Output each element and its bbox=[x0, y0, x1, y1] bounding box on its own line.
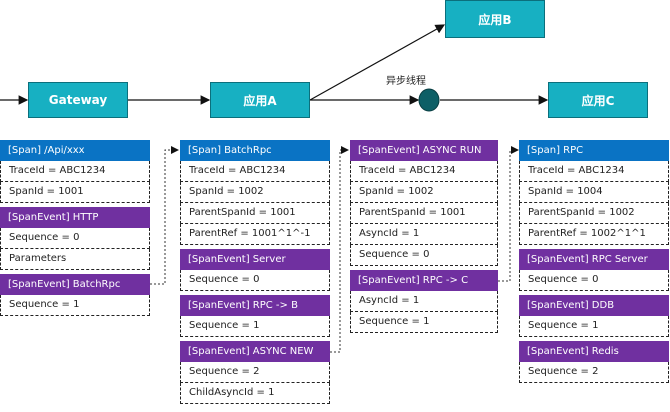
field-row: SpanId = 1004 bbox=[519, 182, 669, 203]
field-row: Sequence = 0 bbox=[0, 228, 150, 249]
span-event-header: [SpanEvent] BatchRpc bbox=[0, 274, 150, 295]
async-thread-node bbox=[418, 88, 440, 112]
field-row: TraceId = ABC1234 bbox=[180, 161, 330, 182]
field-row: Sequence = 1 bbox=[180, 316, 330, 337]
field-row: Sequence = 2 bbox=[180, 362, 330, 383]
span-event-header: [SpanEvent] ASYNC NEW bbox=[180, 341, 330, 362]
span-header: [Span] RPC bbox=[519, 140, 669, 161]
app-c-node: 应用C bbox=[548, 82, 648, 118]
field-row: TraceId = ABC1234 bbox=[0, 161, 150, 182]
field-row: SpanId = 1002 bbox=[180, 182, 330, 203]
field-row: TraceId = ABC1234 bbox=[519, 161, 669, 182]
field-row: ParentRef = 1001^1^-1 bbox=[180, 224, 330, 245]
span-event-header: [SpanEvent] RPC -> B bbox=[180, 295, 330, 316]
span-event-header: [SpanEvent] HTTP bbox=[0, 207, 150, 228]
field-row: Sequence = 0 bbox=[180, 270, 330, 291]
field-row: Sequence = 1 bbox=[350, 312, 498, 333]
field-row: SpanId = 1002 bbox=[350, 182, 498, 203]
field-row: SpanId = 1001 bbox=[0, 182, 150, 203]
link-batchrpc-to-span bbox=[150, 146, 179, 285]
field-row: Sequence = 0 bbox=[350, 245, 498, 266]
field-row: TraceId = ABC1234 bbox=[350, 161, 498, 182]
span-event-header: [SpanEvent] RPC Server bbox=[519, 249, 669, 270]
span-event-header: [SpanEvent] ASYNC RUN bbox=[350, 140, 498, 161]
span-header: [Span] /Api/xxx bbox=[0, 140, 150, 161]
field-row: Sequence = 2 bbox=[519, 362, 669, 383]
field-row: AsyncId = 1 bbox=[350, 291, 498, 312]
link-rpc-c-to-span bbox=[498, 146, 519, 282]
field-row: Sequence = 1 bbox=[519, 316, 669, 337]
span-event-header: [SpanEvent] Redis bbox=[519, 341, 669, 362]
field-row: Sequence = 0 bbox=[519, 270, 669, 291]
span-header: [Span] BatchRpc bbox=[180, 140, 330, 161]
span-event-header: [SpanEvent] Server bbox=[180, 249, 330, 270]
gateway-node: Gateway bbox=[28, 82, 128, 118]
field-row: ParentSpanId = 1001 bbox=[350, 203, 498, 224]
field-row: ParentSpanId = 1002 bbox=[519, 203, 669, 224]
span-event-header: [SpanEvent] RPC -> C bbox=[350, 270, 498, 291]
app-b-node: 应用B bbox=[445, 0, 545, 38]
field-row: Parameters bbox=[0, 249, 150, 270]
span-event-header: [SpanEvent] DDB bbox=[519, 295, 669, 316]
field-row: ChildAsyncId = 1 bbox=[180, 383, 330, 404]
link-async-new-to-run bbox=[330, 146, 349, 353]
field-row: ParentSpanId = 1001 bbox=[180, 203, 330, 224]
field-row: AsyncId = 1 bbox=[350, 224, 498, 245]
async-thread-label: 异步线程 bbox=[386, 76, 426, 87]
arrow-a-to-b bbox=[309, 24, 446, 101]
app-a-node: 应用A bbox=[210, 82, 310, 118]
field-row: ParentRef = 1002^1^1 bbox=[519, 224, 669, 245]
field-row: Sequence = 1 bbox=[0, 295, 150, 316]
